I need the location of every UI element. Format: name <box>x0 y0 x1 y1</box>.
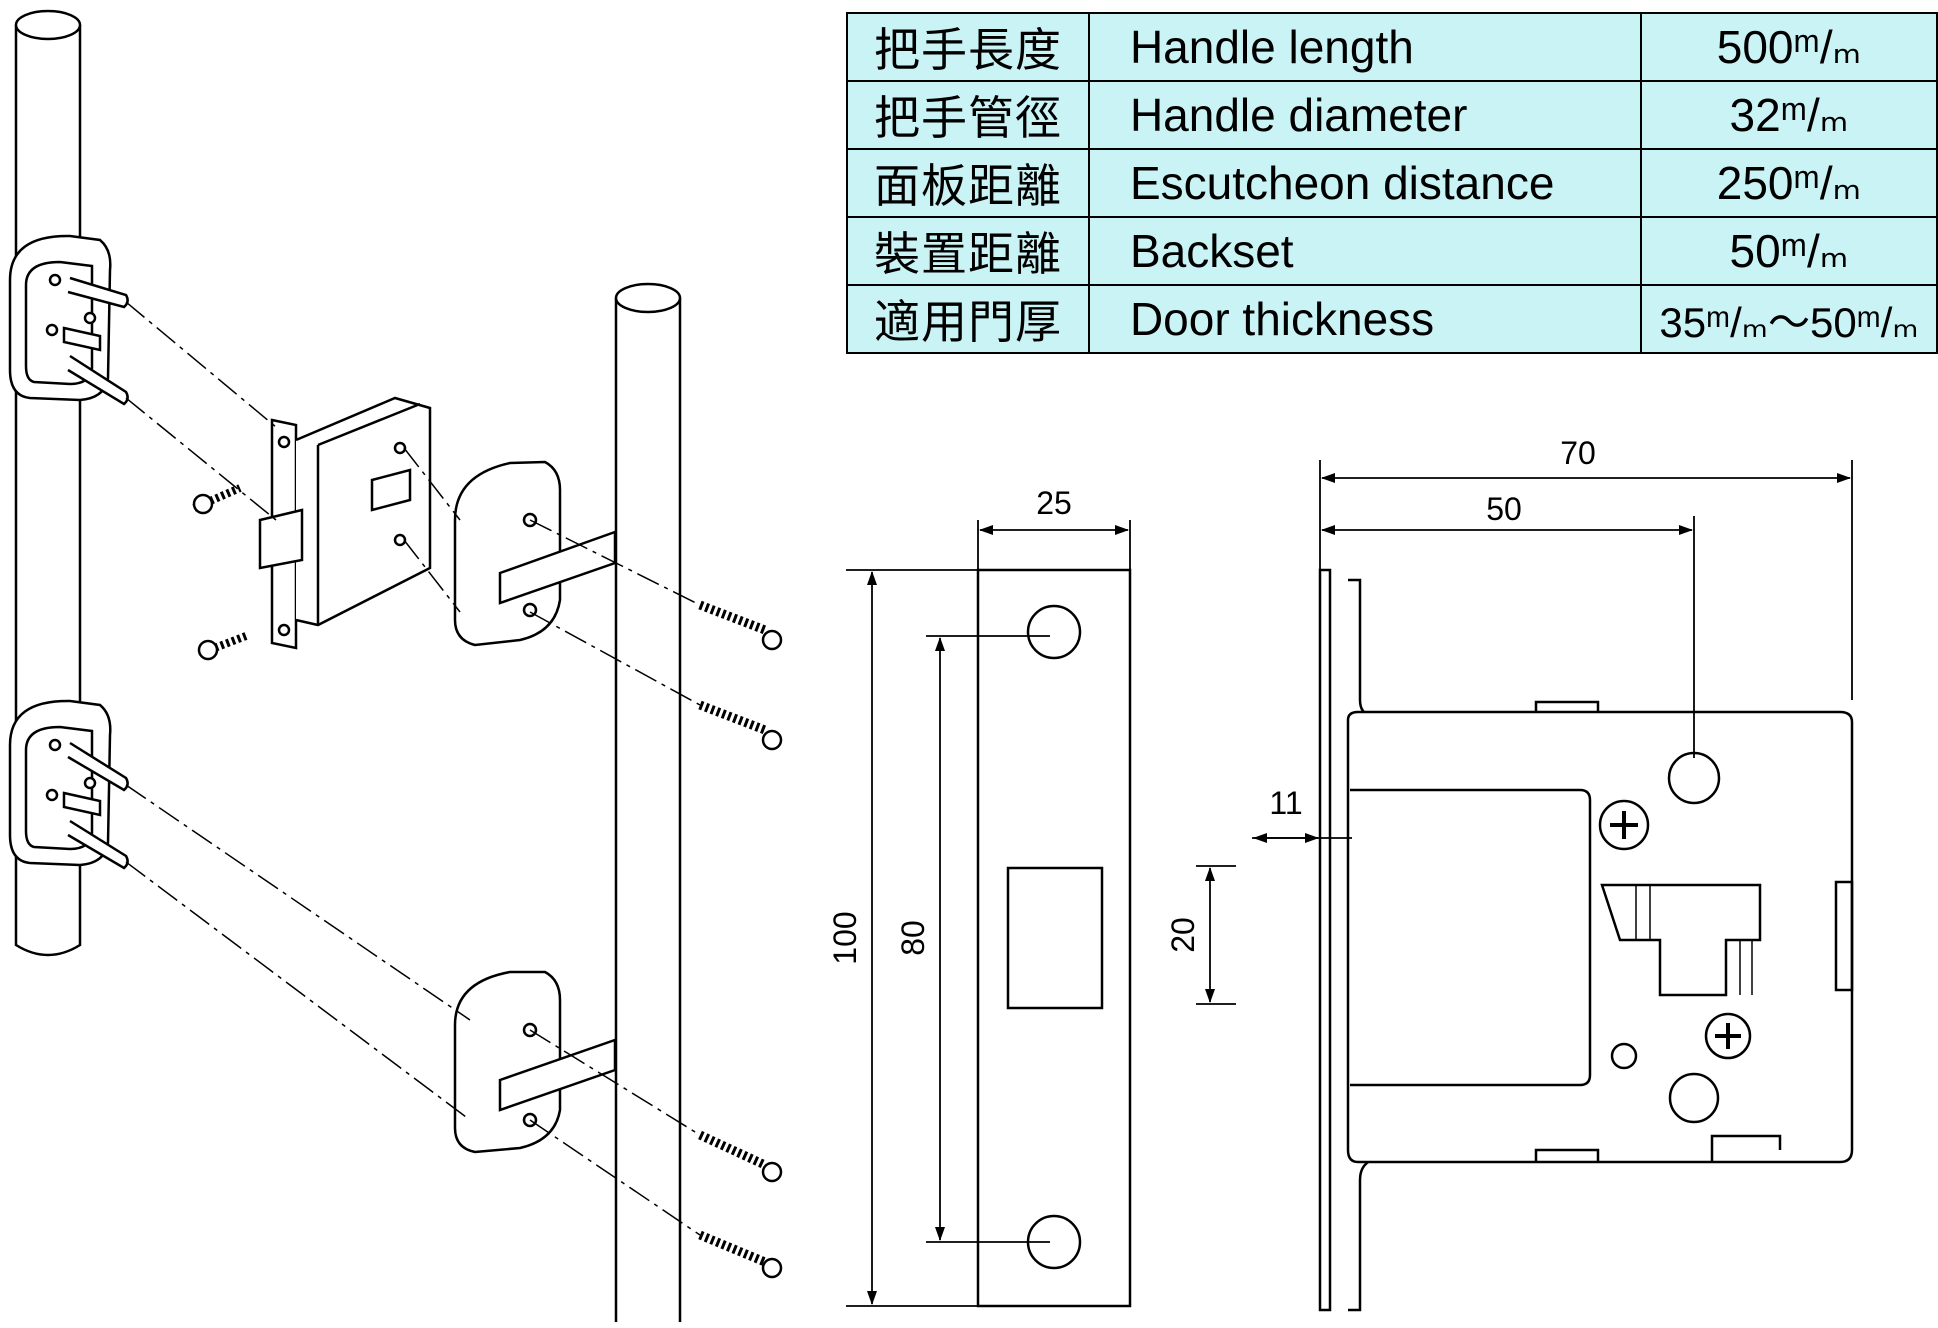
strike-plate-view <box>976 568 1132 1308</box>
spec-label-zh: 把手長度 <box>846 12 1090 82</box>
lock-body-view <box>1318 568 1854 1312</box>
dimension-lines <box>846 460 1853 1307</box>
spec-label-zh: 適用門厚 <box>846 284 1090 354</box>
dim-overall-depth: 70 <box>1560 435 1596 471</box>
strike-plate-latch-opening <box>1006 866 1104 1010</box>
spec-value: 500ᵐ/ₘ <box>1640 12 1938 82</box>
upper-left-escutcheon <box>8 234 129 406</box>
dim-faceplate-height: 100 <box>827 911 863 964</box>
machine-screw <box>698 1230 783 1279</box>
table-row: 適用門厚 Door thickness 35ᵐ/ₘ～50ᵐ/ₘ <box>846 284 1938 354</box>
table-row: 把手長度 Handle length 500ᵐ/ₘ <box>846 12 1938 82</box>
exploded-assembly-view <box>8 9 783 1322</box>
latch-body <box>258 396 432 650</box>
table-row: 面板距離 Escutcheon distance 250ᵐ/ₘ <box>846 148 1938 218</box>
strike-plate-outline <box>976 568 1132 1308</box>
spec-label-en: Escutcheon distance <box>1087 148 1643 218</box>
assembly-guide-lines <box>125 301 701 1236</box>
spec-label-zh: 面板距離 <box>846 148 1090 218</box>
machine-screw <box>698 700 783 751</box>
dim-faceplate-width: 25 <box>1036 485 1072 521</box>
spec-label-zh: 把手管徑 <box>846 80 1090 150</box>
dimension-labels: 25 100 80 70 50 11 20 <box>827 435 1596 965</box>
latch-screw-upper <box>192 484 242 515</box>
dim-hole-spacing: 80 <box>895 920 931 956</box>
right-handle-tube <box>614 298 682 1322</box>
spec-value: 250ᵐ/ₘ <box>1640 148 1938 218</box>
spec-label-zh: 裝置距離 <box>846 216 1090 286</box>
table-row: 裝置距離 Backset 50ᵐ/ₘ <box>846 216 1938 286</box>
lower-right-escutcheon <box>453 970 617 1154</box>
table-row: 把手管徑 Handle diameter 32ᵐ/ₘ <box>846 80 1938 150</box>
spec-value: 35ᵐ/ₘ～50ᵐ/ₘ <box>1640 284 1938 354</box>
machine-screw <box>698 600 783 651</box>
case-screw-lower <box>1704 1012 1752 1060</box>
dim-latch-height: 20 <box>1165 917 1201 953</box>
latch-screw-lower <box>197 632 248 661</box>
left-handle-top <box>14 9 82 41</box>
spec-value: 50ᵐ/ₘ <box>1640 216 1938 286</box>
lock-case <box>1346 710 1854 1164</box>
dim-backset: 50 <box>1486 491 1522 527</box>
dim-latch-projection: 11 <box>1269 785 1302 821</box>
spec-label-en: Handle length <box>1087 12 1643 82</box>
lower-left-escutcheon <box>8 699 129 870</box>
spec-value: 32ᵐ/ₘ <box>1640 80 1938 150</box>
lock-faceplate <box>1318 568 1332 1312</box>
case-screw-upper <box>1598 799 1650 851</box>
upper-right-escutcheon <box>453 460 617 647</box>
machine-screw <box>698 1130 783 1183</box>
spec-table: 把手長度 Handle length 500ᵐ/ₘ 把手管徑 Handle di… <box>846 12 1938 354</box>
right-handle-top <box>614 282 682 314</box>
spec-label-en: Door thickness <box>1087 284 1643 354</box>
spec-label-en: Handle diameter <box>1087 80 1643 150</box>
latch-tongue <box>1600 883 1762 997</box>
spec-label-en: Backset <box>1087 216 1643 286</box>
strike-plate-hole-top <box>1026 604 1082 660</box>
